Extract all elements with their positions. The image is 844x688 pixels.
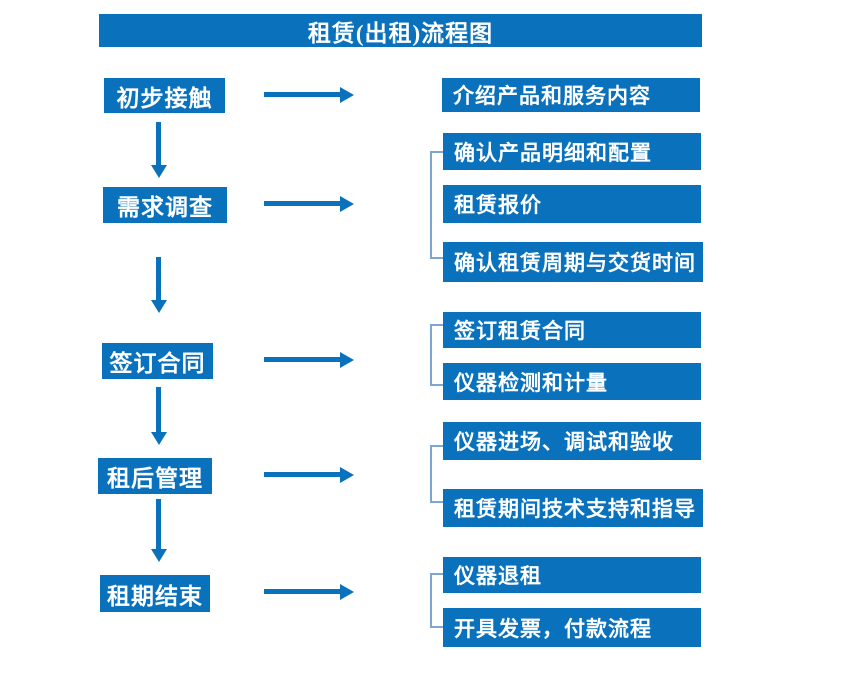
right-arrow-icon [264, 584, 354, 600]
output-instrument-setup-acceptance: 仪器进场、调试和验收 [443, 422, 701, 460]
arrow-head [340, 584, 354, 600]
arrow-head [151, 549, 167, 562]
arrow-head [340, 467, 354, 483]
right-arrow-icon [264, 87, 354, 103]
step-demand-survey: 需求调查 [103, 187, 227, 223]
down-arrow-icon [151, 387, 167, 445]
arrow-shaft [156, 122, 161, 166]
group-bracket [430, 573, 443, 628]
arrow-head [151, 432, 167, 445]
arrow-shaft [264, 201, 341, 206]
right-arrow-icon [264, 467, 354, 483]
output-confirm-rental-period-delivery: 确认租赁周期与交货时间 [443, 242, 703, 282]
arrow-head [340, 196, 354, 212]
output-sign-rental-contract: 签订租赁合同 [443, 312, 701, 348]
output-introduce-products-services: 介绍产品和服务内容 [442, 78, 700, 112]
group-bracket [430, 324, 443, 386]
down-arrow-icon [151, 499, 167, 562]
group-bracket [430, 151, 443, 259]
step-sign-contract: 签订合同 [102, 343, 213, 379]
arrow-shaft [264, 472, 341, 477]
output-confirm-product-details: 确认产品明细和配置 [443, 133, 701, 170]
output-instrument-inspection-metering: 仪器检测和计量 [443, 363, 701, 400]
arrow-shaft [156, 387, 161, 433]
group-bracket [430, 445, 443, 503]
arrow-head [151, 165, 167, 178]
output-rental-quotation: 租赁报价 [443, 185, 701, 223]
arrow-shaft [264, 589, 341, 594]
down-arrow-icon [151, 257, 167, 313]
arrow-head [340, 87, 354, 103]
right-arrow-icon [264, 196, 354, 212]
arrow-shaft [264, 92, 341, 97]
arrow-head [340, 352, 354, 368]
right-arrow-icon [264, 352, 354, 368]
output-instrument-return: 仪器退租 [443, 557, 701, 593]
arrow-head [151, 300, 167, 313]
arrow-shaft [156, 257, 161, 301]
step-rental-end: 租期结束 [100, 575, 210, 612]
arrow-shaft [156, 499, 161, 550]
arrow-shaft [264, 357, 341, 362]
step-post-rental-management: 租后管理 [98, 458, 212, 494]
output-invoice-payment-process: 开具发票，付款流程 [443, 608, 701, 647]
output-technical-support-guidance: 租赁期间技术支持和指导 [443, 489, 703, 527]
down-arrow-icon [151, 122, 167, 178]
step-initial-contact: 初步接触 [104, 78, 225, 113]
flowchart-title: 租赁(出租)流程图 [99, 14, 702, 47]
